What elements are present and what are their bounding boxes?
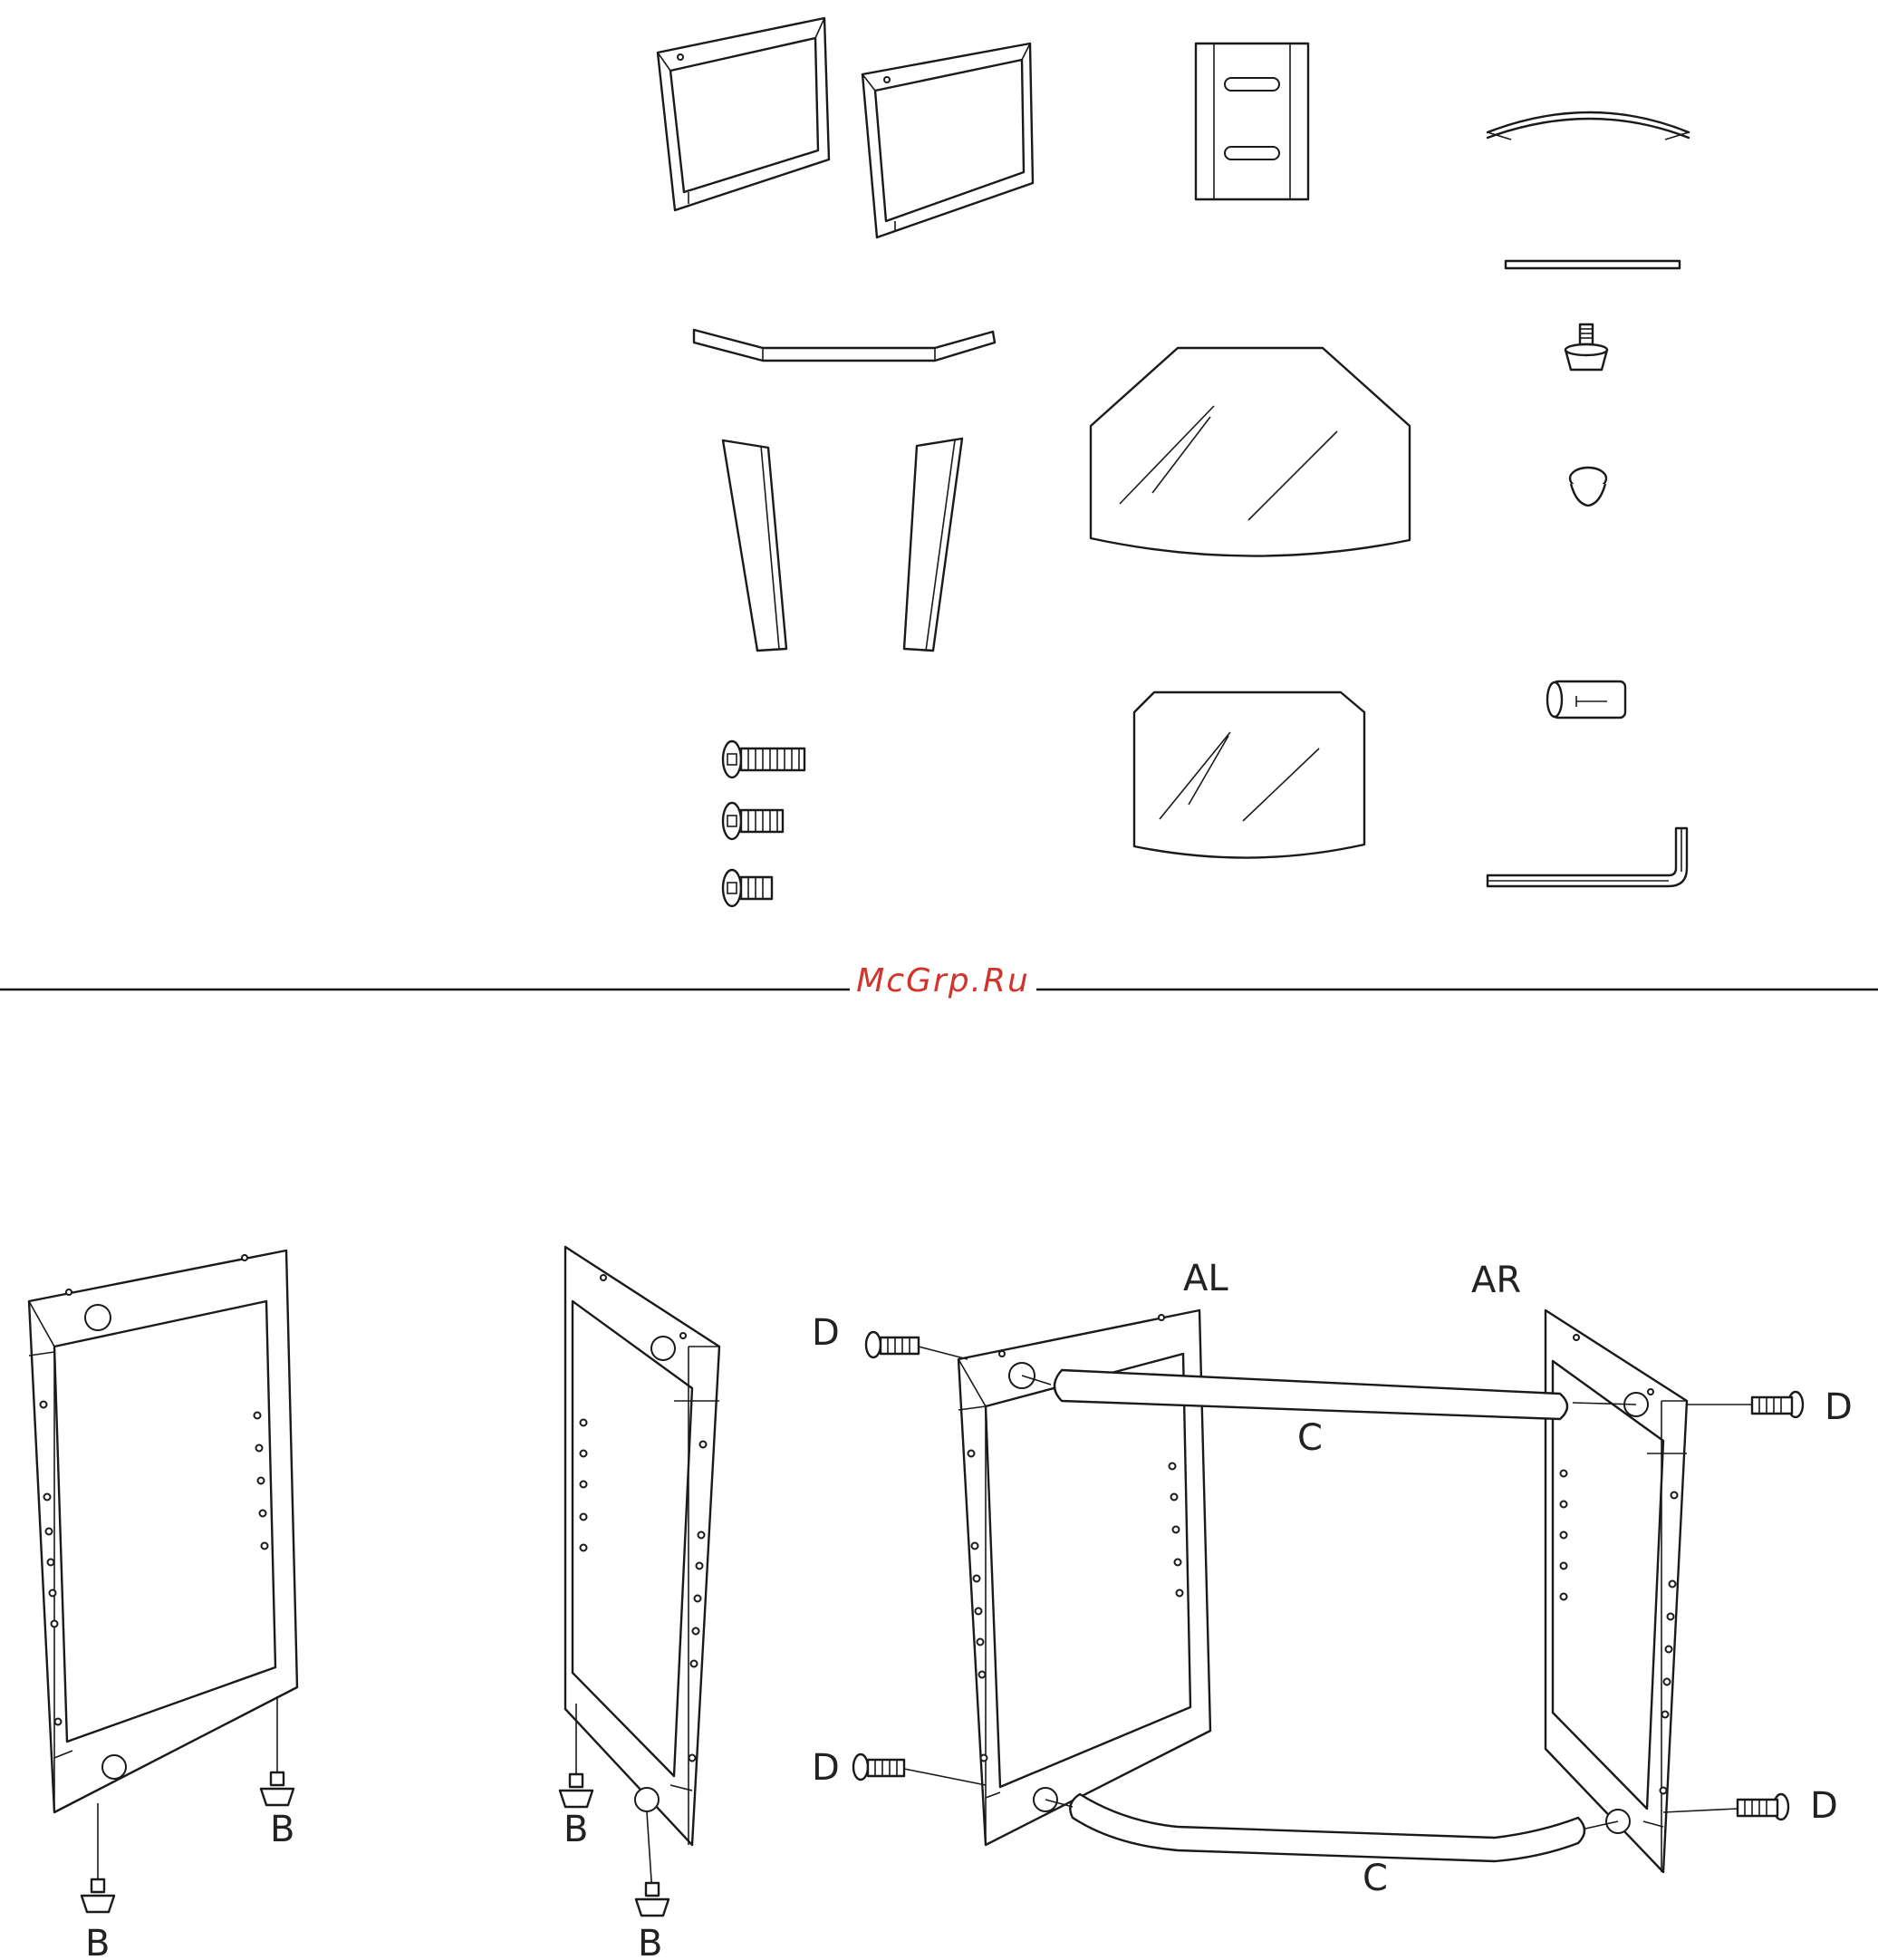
assembly-frames-al-ar: AL AR C C D D D D [812, 1258, 1853, 1899]
side-frame-right-icon [862, 43, 1033, 237]
allen-key-icon [1488, 828, 1687, 886]
label-b: B [638, 1923, 662, 1960]
bolt-d-icon [853, 1754, 986, 1785]
bolt-long-icon [723, 741, 804, 777]
cap-foot-icon [1570, 468, 1606, 506]
sleeve-nut-icon [1547, 681, 1625, 718]
label-d: D [1810, 1785, 1838, 1827]
label-al: AL [1183, 1258, 1228, 1299]
foot-b-icon [82, 1879, 114, 1912]
label-d: D [1825, 1386, 1853, 1428]
curved-trim-icon [1488, 112, 1689, 140]
assembly-frame-2: B B [560, 1247, 719, 1960]
rod-c-bottom [1045, 1794, 1618, 1861]
bolt-d-icon [1663, 1794, 1788, 1820]
front-rail-icon [694, 330, 995, 361]
flat-strip-icon [1506, 261, 1680, 268]
tapered-leg-right-icon [904, 439, 962, 651]
adjustable-foot-icon [1565, 324, 1607, 370]
bolt-d-icon [1687, 1392, 1803, 1417]
assembly-frame-1: B B [29, 1250, 297, 1960]
bolt-medium-icon [723, 803, 783, 839]
glass-shelf-large-icon [1091, 348, 1410, 556]
foot-b-icon [560, 1774, 592, 1807]
label-c: C [1297, 1417, 1323, 1459]
label-b: B [563, 1809, 588, 1850]
label-d: D [812, 1312, 840, 1354]
label-b: B [270, 1809, 294, 1850]
side-frame-left-icon [658, 18, 829, 210]
side-frame-ar [1546, 1310, 1687, 1872]
label-c: C [1363, 1858, 1388, 1899]
watermark: McGrp.Ru [856, 962, 1030, 999]
label-ar: AR [1471, 1260, 1521, 1301]
bracket-plate-icon [1196, 43, 1308, 199]
bolt-d-icon [866, 1332, 968, 1359]
bolt-short-icon [723, 870, 772, 906]
foot-b-icon [636, 1883, 669, 1916]
parts-overview [658, 18, 1689, 906]
label-b: B [85, 1923, 110, 1960]
label-d: D [812, 1747, 840, 1789]
foot-b-icon [261, 1772, 294, 1805]
glass-shelf-small-icon [1134, 692, 1364, 858]
